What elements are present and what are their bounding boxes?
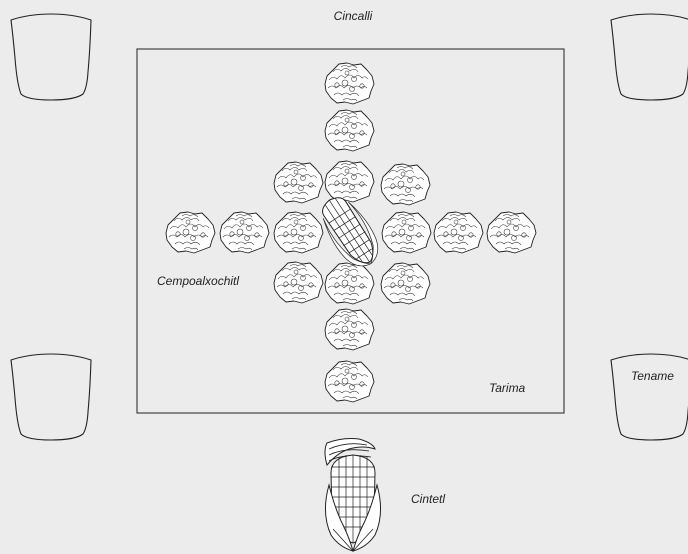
- label-tename: Tename: [631, 369, 674, 383]
- marigold-flower-icon: [325, 63, 374, 104]
- marigold-flower-icon: [487, 212, 536, 253]
- label-cincalli: Cincalli: [334, 9, 373, 23]
- hearthstone-icon: [11, 14, 91, 100]
- hearthstone-icon: [611, 354, 688, 440]
- marigold-flower-icon: [434, 212, 483, 253]
- marigold-flower-icon: [325, 309, 374, 350]
- marigold-flower-icon: [274, 262, 323, 303]
- marigold-flower-icon: [325, 263, 374, 304]
- marigold-flower-icon: [274, 212, 323, 253]
- marigold-flower-icon: [381, 263, 430, 304]
- label-tarima: Tarima: [489, 381, 526, 395]
- marigold-flower-icon: [325, 161, 374, 202]
- marigold-flower-icon: [166, 212, 215, 253]
- marigold-flower-icon: [381, 164, 430, 205]
- hearthstone-icon: [11, 354, 91, 440]
- marigold-flower-icon: [325, 110, 374, 151]
- hearthstone-icon: [611, 14, 688, 100]
- marigold-flower-icon: [220, 212, 269, 253]
- label-cintetl: Cintetl: [411, 492, 445, 506]
- corn-cob-icon: [325, 439, 381, 552]
- marigold-flower-icon: [274, 162, 323, 203]
- corn-cob-icon: [313, 190, 387, 275]
- label-cempoalxochitl: Cempoalxochitl: [157, 274, 239, 288]
- marigold-flower-icon: [382, 212, 431, 253]
- marigold-flower-icon: [325, 361, 374, 402]
